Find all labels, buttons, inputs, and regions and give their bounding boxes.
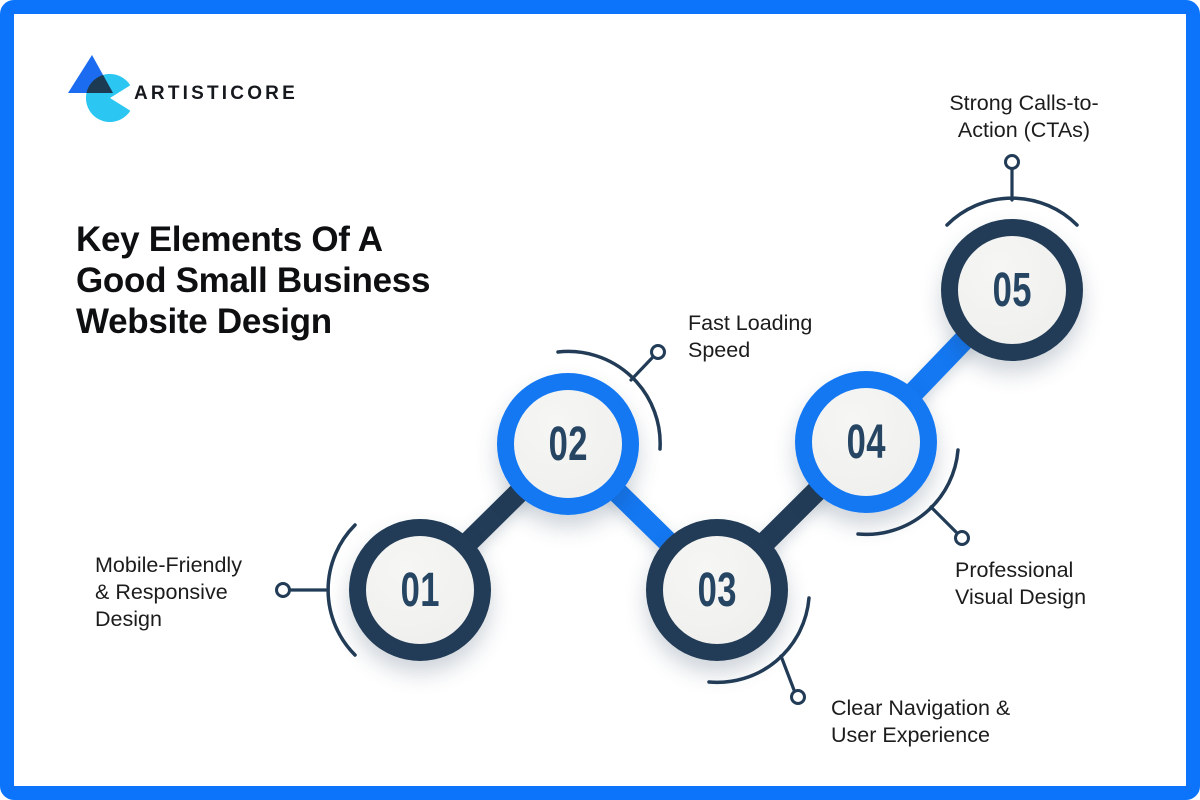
logo-overlap-shape (85, 74, 113, 93)
step-circle-03: 03 (646, 519, 788, 661)
pointer-line-step4 (929, 505, 958, 534)
pointer-dot-step3 (790, 689, 806, 705)
brand-name: ARTISTICORE (134, 83, 298, 104)
step-number-05: 05 (992, 263, 1032, 317)
step-circle-04: 04 (795, 371, 937, 513)
step-label-05: Strong Calls-to- Action (CTAs) (949, 91, 1099, 142)
step-circle-05: 05 (941, 219, 1083, 361)
step-number-02: 02 (548, 417, 588, 471)
step-circle-01: 01 (349, 519, 491, 661)
pointer-dot-step4 (954, 530, 970, 546)
step-label-01: Mobile-Friendly & Responsive Design (95, 553, 242, 631)
pointer-line-step3 (779, 654, 796, 692)
step-label-02: Fast Loading Speed (688, 311, 813, 362)
brand-logo-icon (68, 55, 131, 122)
pointer-dot-step2 (650, 344, 666, 360)
step-number-03: 03 (697, 563, 737, 617)
pointer-arc-step2 (556, 349, 662, 451)
step-label-04: Professional Visual Design (955, 558, 1087, 609)
page-title: Key Elements Of A Good Small Business We… (76, 220, 431, 342)
step-number-04: 04 (846, 415, 886, 469)
pointer-arc-step4 (856, 448, 960, 537)
pointer-arc-step3 (707, 596, 811, 685)
step-number-01: 01 (400, 563, 440, 617)
step-label-03: Clear Navigation & User Experience (831, 696, 1011, 747)
step-circle-02: 02 (497, 373, 639, 515)
pointer-dot-step5 (1004, 154, 1020, 170)
pointer-dot-step1 (275, 582, 291, 598)
pointer-line-step2 (629, 356, 654, 382)
